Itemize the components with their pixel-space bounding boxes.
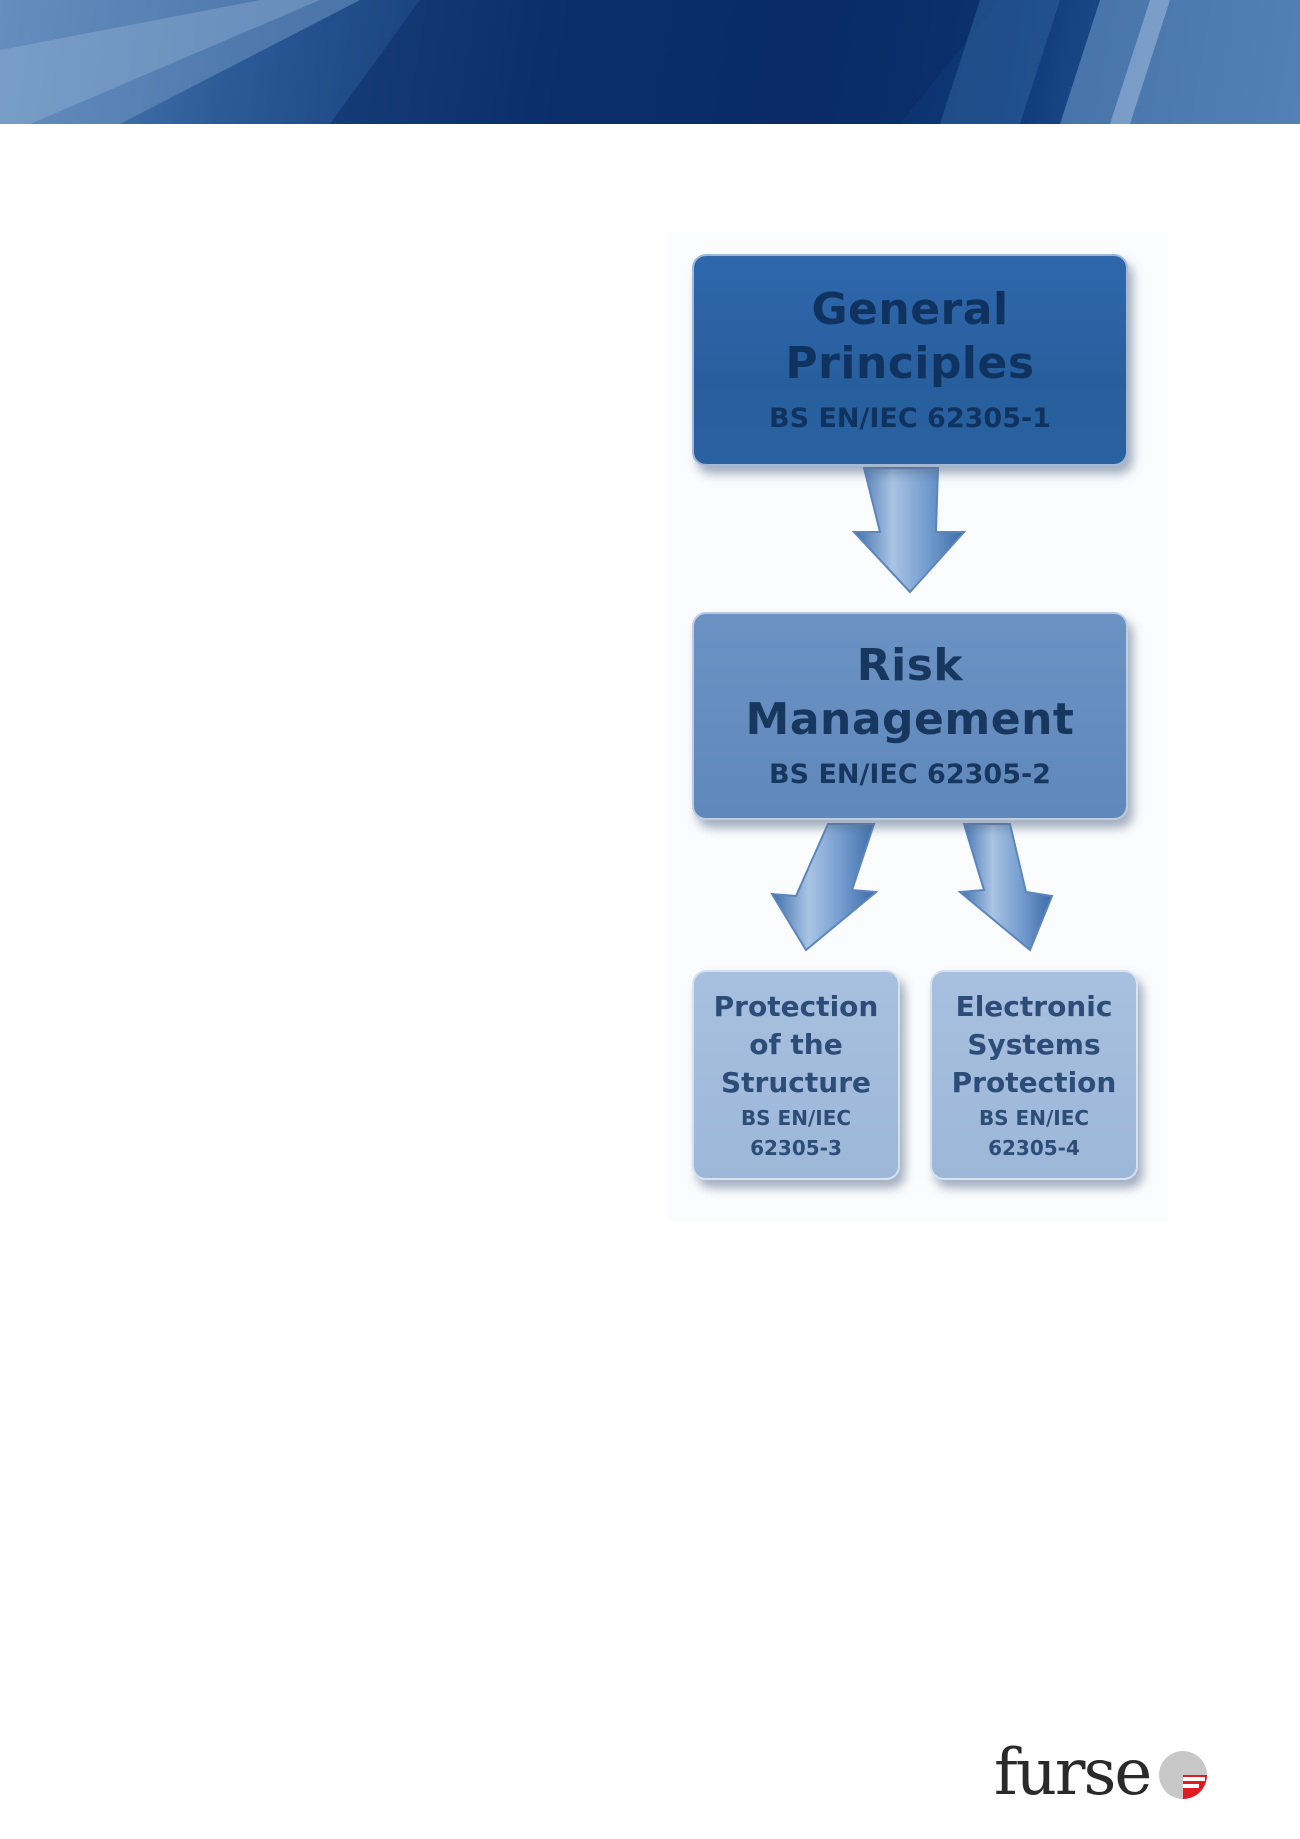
- risk-management-title-line-1: Risk: [856, 640, 964, 691]
- electronic-systems-box: Electronic Systems Protection BS EN/IEC …: [930, 970, 1138, 1180]
- logo-mark-icon: [1159, 1751, 1208, 1799]
- protection-structure-title-line-3: Structure: [720, 1066, 871, 1099]
- electronic-systems-title-line-1: Electronic: [955, 990, 1113, 1023]
- electronic-systems-title-line-3: Protection: [951, 1066, 1117, 1099]
- arrow-risk-to-protection: [770, 823, 879, 952]
- protection-structure-box: Protection of the Structure BS EN/IEC 62…: [692, 970, 900, 1180]
- risk-management-code: BS EN/IEC 62305-2: [769, 759, 1051, 790]
- arrow-risk-to-electronic: [957, 823, 1054, 952]
- logo-wordmark: furse: [994, 1736, 1152, 1810]
- protection-structure-title-line-1: Protection: [713, 990, 879, 1023]
- banner-graphic: [0, 0, 1300, 124]
- electronic-systems-title-line-2: Systems: [967, 1028, 1101, 1061]
- electronic-systems-code-line-1: BS EN/IEC: [978, 1106, 1090, 1130]
- header-banner: [0, 0, 1300, 124]
- risk-management-title-line-2: Management: [745, 694, 1075, 745]
- protection-structure-code-line-2: 62305-3: [750, 1136, 842, 1160]
- furse-logo: furse: [994, 1738, 1208, 1808]
- general-principles-title-line-1: General: [811, 284, 1009, 335]
- arrow-general-to-risk: [851, 467, 967, 594]
- general-principles-box: General Principles BS EN/IEC 62305-1: [692, 254, 1128, 466]
- general-principles-code: BS EN/IEC 62305-1: [769, 403, 1051, 434]
- general-principles-title-line-2: Principles: [785, 338, 1035, 389]
- protection-structure-code-line-1: BS EN/IEC: [740, 1106, 852, 1130]
- diagram-arrows: [770, 467, 1054, 952]
- risk-management-box: Risk Management BS EN/IEC 62305-2: [692, 612, 1128, 820]
- electronic-systems-code-line-2: 62305-4: [988, 1136, 1080, 1160]
- protection-structure-title-line-2: of the: [749, 1028, 843, 1061]
